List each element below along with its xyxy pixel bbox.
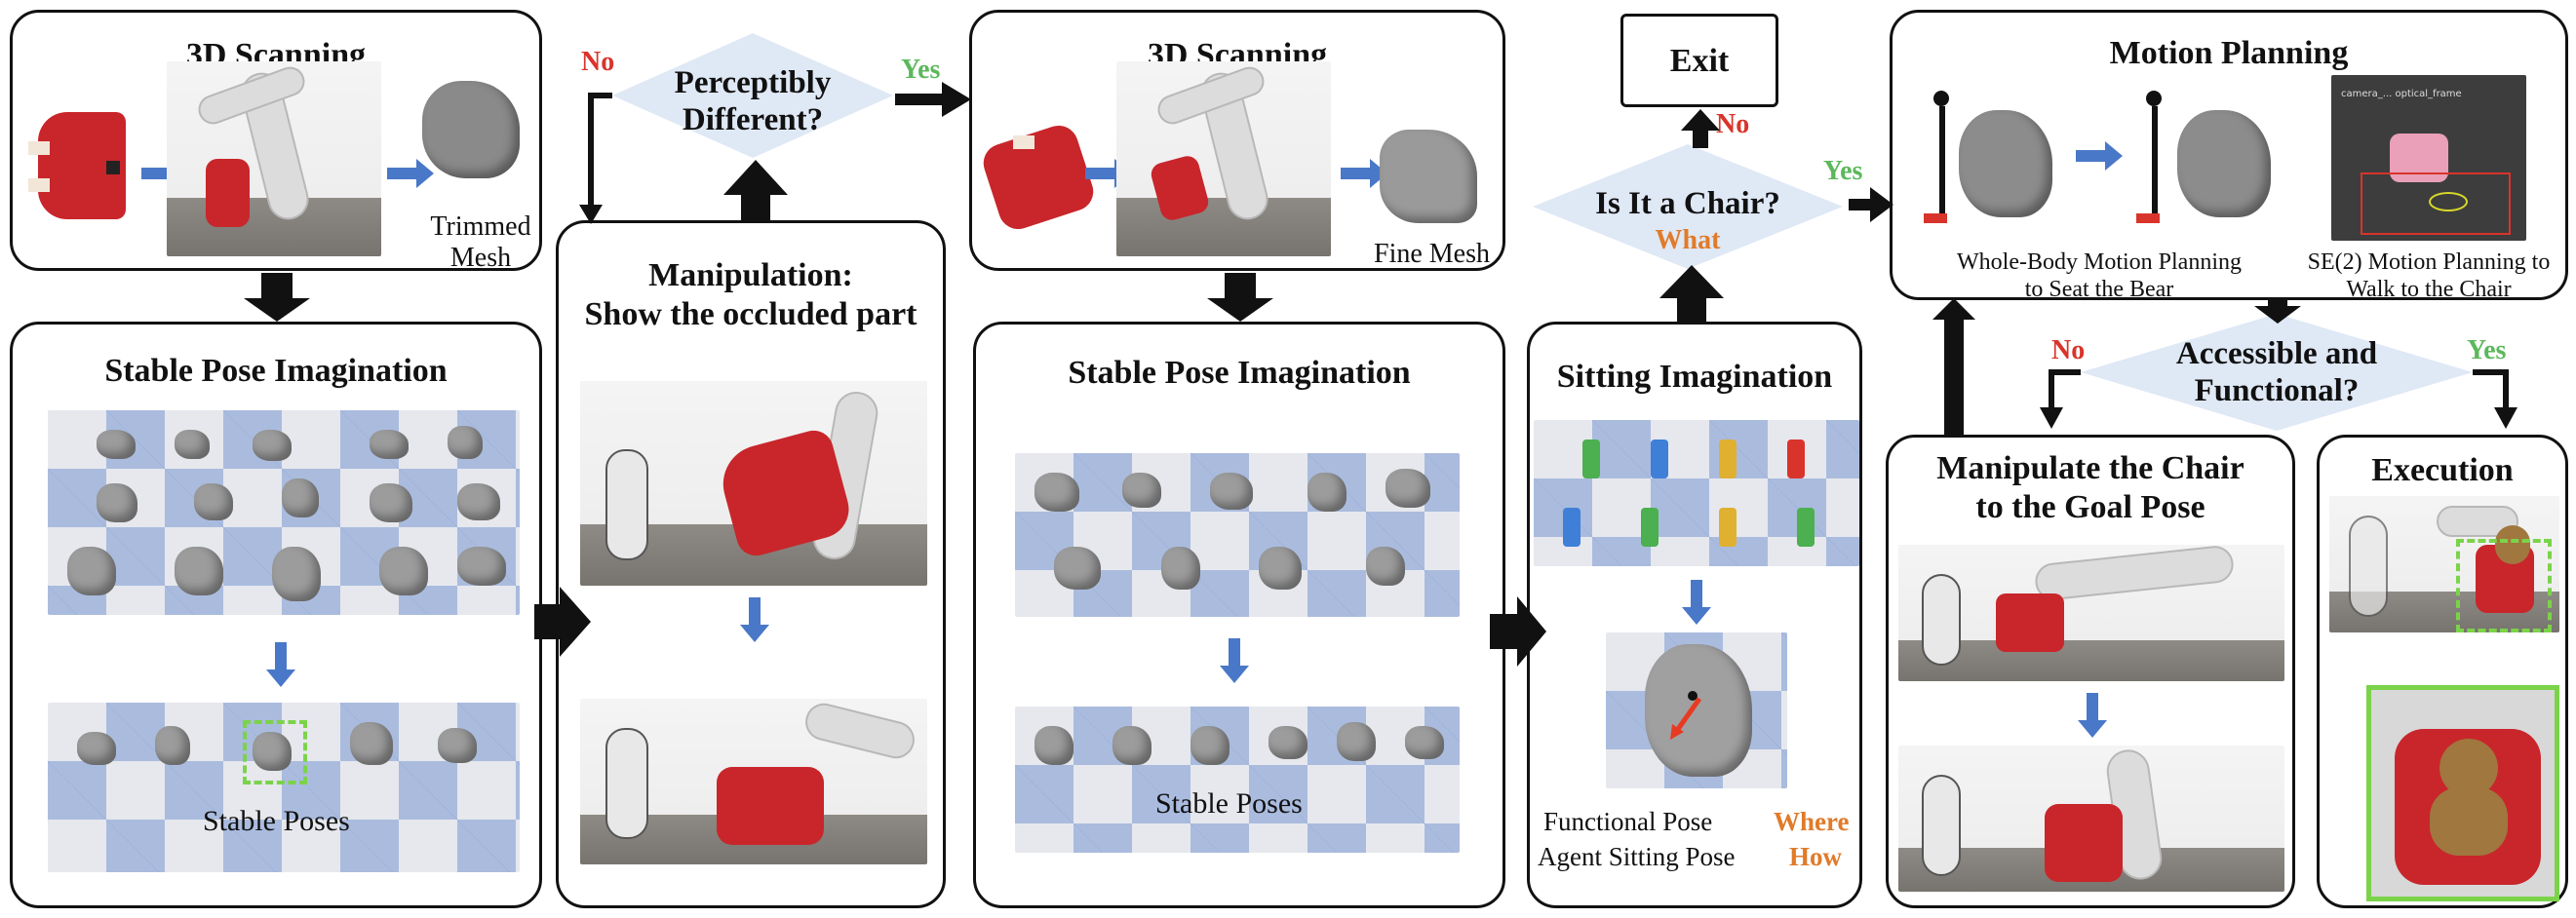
manipulation-photo-before [580, 381, 927, 586]
arrow-stable1-to-manipulation [534, 587, 591, 657]
whole-body-plan-line1: Whole-Body Motion Planning [1957, 249, 2242, 275]
whole-body-plan-line2: to Seat the Bear [2024, 277, 2174, 302]
perceptibly-different-decision: Perceptibly Different? [608, 29, 897, 162]
execution-photo [2329, 496, 2559, 632]
fine-mesh-label: Fine Mesh [1374, 239, 1490, 269]
manipulate-chair-panel: Manipulate the Chair to the Goal Pose [1886, 435, 2295, 908]
manipulate-chair-photo-2 [1898, 746, 2284, 892]
arrow-accessible-yes [2473, 369, 2509, 411]
perceptibly-yes-label: Yes [901, 55, 941, 85]
blue-arrow-icon [1341, 159, 1387, 188]
functional-pose-image [1606, 632, 1787, 788]
se2-plan-label: SE(2) Motion Planning to Walk to the Cha… [2304, 249, 2554, 303]
blue-down-arrow-icon [1682, 580, 1711, 625]
arrow-perceptibly-no [588, 93, 612, 212]
execution-title: Execution [2371, 452, 2514, 488]
execution-zoom-box [2456, 539, 2552, 632]
blue-down-arrow-icon [2078, 693, 2107, 738]
scan-panel-2: 3D Scanning Fine Mesh [969, 10, 1505, 271]
blue-down-arrow-icon [266, 642, 295, 687]
stable-pose-panel-1: Stable Pose Imagination Stable Poses [10, 322, 542, 908]
sitting-imagination-title: Sitting Imagination [1556, 359, 1833, 395]
fine-mesh-image [1380, 130, 1477, 223]
manipulate-chair-title-line2: to the Goal Pose [1975, 489, 2205, 525]
motion-planning-panel: Motion Planning camera_... optical_frame… [1890, 10, 2568, 303]
accessible-line1: Accessible and [2175, 336, 2378, 371]
arrow-chair-yes-to-motion [1849, 187, 1893, 222]
arrow-sitting-to-chair [1659, 265, 1724, 322]
blue-down-arrow-icon [740, 597, 769, 642]
where-direction-arrow-icon [1670, 697, 1702, 740]
whole-body-plan-image-2 [2132, 81, 2279, 227]
chair-yes-label: Yes [1823, 156, 1863, 186]
stable-poses-label: Stable Poses [203, 805, 350, 837]
where-label: Where [1774, 807, 1850, 836]
how-label: How [1789, 842, 1842, 871]
functional-pose-label: Functional Pose [1543, 807, 1713, 836]
accessible-no-label: No [2051, 335, 2086, 365]
arrow-chair-no-to-exit [1681, 109, 1720, 148]
blue-down-arrow-icon [1220, 638, 1249, 683]
scan-panel-1: 3D Scanning Trimmed Mesh [10, 10, 542, 273]
agent-sitting-pose-label: Agent Sitting Pose [1538, 842, 1736, 871]
chair-no-label: No [1716, 109, 1750, 139]
manipulate-chair-photo-1 [1898, 544, 2284, 681]
arrow-perceptibly-yes [895, 82, 971, 117]
rviz-frame-label: camera_... optical_frame [2341, 89, 2462, 99]
what-label: What [1655, 225, 1721, 255]
blue-arrow-icon [387, 159, 434, 188]
pose-grid-image-2 [1015, 453, 1460, 617]
robot-scanning-photo [167, 61, 381, 256]
blue-arrow-icon [2076, 141, 2123, 171]
trimmed-mesh-label: Trimmed Mesh [430, 211, 531, 273]
motion-planning-title: Motion Planning [2109, 35, 2349, 71]
manipulation-photo-after [580, 699, 927, 864]
arrow-accessible-no [2049, 369, 2081, 411]
sitting-imagination-panel: Sitting Imagination Functional Pose Wher… [1527, 322, 1862, 908]
arrow-scan1-to-stable1 [244, 273, 310, 322]
red-chair-photo [20, 102, 137, 229]
stable-pose-panel-1-title: Stable Pose Imagination [104, 353, 448, 389]
accessible-functional-decision: Accessible and Functional? [2077, 310, 2477, 435]
stable-poses-image-2 [1015, 707, 1460, 853]
stable-pose-panel-2-title: Stable Pose Imagination [1068, 355, 1411, 391]
perceptibly-line1: Perceptibly [674, 65, 832, 100]
accessible-line2: Functional? [2194, 373, 2360, 408]
manipulation-title-line2: Show the occluded part [584, 296, 917, 332]
perceptibly-line2: Different? [682, 102, 824, 137]
manipulation-panel: Manipulation: Show the occluded part [556, 220, 946, 908]
stable-poses-label-2: Stable Poses [1155, 787, 1303, 820]
execution-zoom-image [2366, 685, 2559, 901]
whole-body-plan-label: Whole-Body Motion Planning to Seat the B… [1914, 249, 2284, 303]
red-chair-photo-2 [978, 110, 1099, 237]
arrow-stable2-to-sitting [1490, 596, 1546, 667]
execution-panel: Execution [2317, 435, 2568, 908]
se2-motion-rviz-image: camera_... optical_frame [2331, 75, 2526, 241]
se2-plan-line1: SE(2) Motion Planning to [2307, 249, 2551, 275]
accessible-yes-label: Yes [2467, 335, 2507, 365]
selected-pose-box [243, 720, 307, 784]
sitting-grid-image [1534, 420, 1859, 566]
manipulation-title-line1: Manipulation: [648, 257, 853, 293]
arrow-scan2-to-stable2 [1207, 273, 1273, 322]
robot-scanning-photo-2 [1116, 61, 1331, 256]
se2-plan-line2: Walk to the Chair [2346, 277, 2512, 302]
manipulate-chair-title-line1: Manipulate the Chair [1936, 450, 2244, 486]
arrow-manipulate-to-motion [1932, 298, 1975, 435]
stable-poses-image [48, 703, 520, 872]
exit-label: Exit [1669, 43, 1730, 79]
is-it-a-chair-decision: Is It a Chair? What [1529, 140, 1847, 273]
pose-grid-image [48, 410, 520, 615]
exit-box: Exit [1620, 14, 1778, 107]
arrow-motion-to-accessible [2254, 298, 2301, 324]
perceptibly-no-label: No [581, 47, 615, 77]
is-it-a-chair-text: Is It a Chair? [1595, 186, 1780, 221]
stable-pose-panel-2: Stable Pose Imagination Stable Poses [973, 322, 1505, 908]
whole-body-plan-image-1 [1920, 81, 2056, 227]
arrow-manipulation-to-perceptibly [723, 160, 788, 220]
trimmed-mesh-image [422, 81, 520, 178]
